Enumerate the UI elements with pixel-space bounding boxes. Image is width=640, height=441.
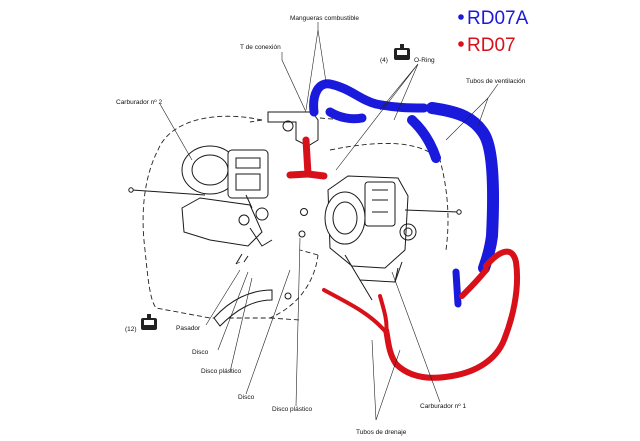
- label-t-joint: T de conexión: [240, 44, 281, 51]
- shaft-end-top: [128, 187, 134, 193]
- label-qty-4: (4): [380, 57, 388, 64]
- label-drain-tubes: Tubos de drenaje: [356, 429, 407, 436]
- assembly-outline-inner: [249, 117, 346, 123]
- grease-can-icon: [141, 314, 157, 330]
- legend-dot-rd07a: [458, 14, 464, 20]
- label-plastic-washer-2: Disco plástico: [272, 406, 312, 413]
- shaft-end-right: [456, 209, 462, 215]
- legend-dot-rd07: [458, 41, 464, 47]
- legend-label-rd07: RD07: [467, 35, 516, 56]
- pin-part: [235, 253, 249, 265]
- grease-can-icon: [394, 44, 410, 60]
- label-o-ring: O-Ring: [414, 57, 435, 64]
- label-washer: Disco: [192, 349, 209, 356]
- washer-part: [300, 208, 308, 216]
- linkage-shaft-right: [404, 209, 459, 213]
- rd07-red-hoses: [286, 136, 521, 381]
- carburetor-2-drawing: [181, 145, 273, 247]
- lower-hose-drawing: [213, 289, 273, 327]
- linkage-shaft-top: [131, 189, 206, 196]
- label-carb-2: Carburador nº 2: [116, 99, 162, 106]
- label-carb-1: Carburador nº 1: [420, 403, 466, 410]
- label-fuel-hoses: Mangueras combustible: [290, 15, 359, 22]
- o-ring-part: [282, 120, 294, 132]
- label-qty-12: (12): [125, 326, 137, 333]
- washer-part-2: [298, 230, 306, 238]
- label-washer-2: Disco: [238, 394, 255, 401]
- label-vent-tubes: Tubos de ventilación: [466, 78, 526, 85]
- assembly-outline: [142, 115, 449, 321]
- leader-lines: [159, 22, 499, 421]
- fuel-tube-black: [267, 111, 319, 147]
- label-pin: Pasador: [176, 325, 201, 332]
- washer-part-3: [284, 292, 292, 300]
- carburetor-1-drawing: [324, 175, 417, 301]
- legend-label-rd07a: RD07A: [467, 8, 529, 29]
- legend: RD07A RD07: [458, 8, 529, 56]
- label-plastic-washer-1: Disco plástico: [201, 368, 241, 375]
